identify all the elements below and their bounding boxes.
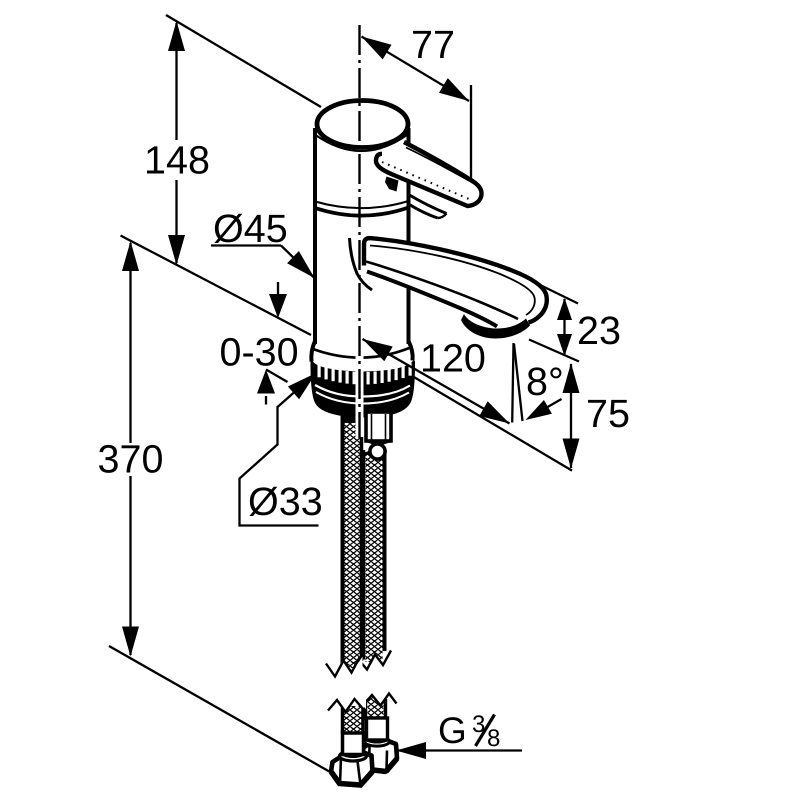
svg-text:8°: 8° [526,360,564,404]
svg-text:75: 75 [586,392,630,436]
svg-text:Ø33: Ø33 [248,480,323,524]
svg-text:23: 23 [577,309,621,353]
svg-text:0-30: 0-30 [220,331,299,375]
svg-text:Ø45: Ø45 [213,207,288,251]
svg-text:8: 8 [487,725,500,752]
svg-text:G: G [438,710,467,751]
svg-text:3: 3 [472,711,485,738]
svg-text:148: 148 [144,139,210,183]
svg-text:370: 370 [98,438,164,482]
svg-text:77: 77 [411,23,455,67]
svg-text:120: 120 [420,337,486,381]
